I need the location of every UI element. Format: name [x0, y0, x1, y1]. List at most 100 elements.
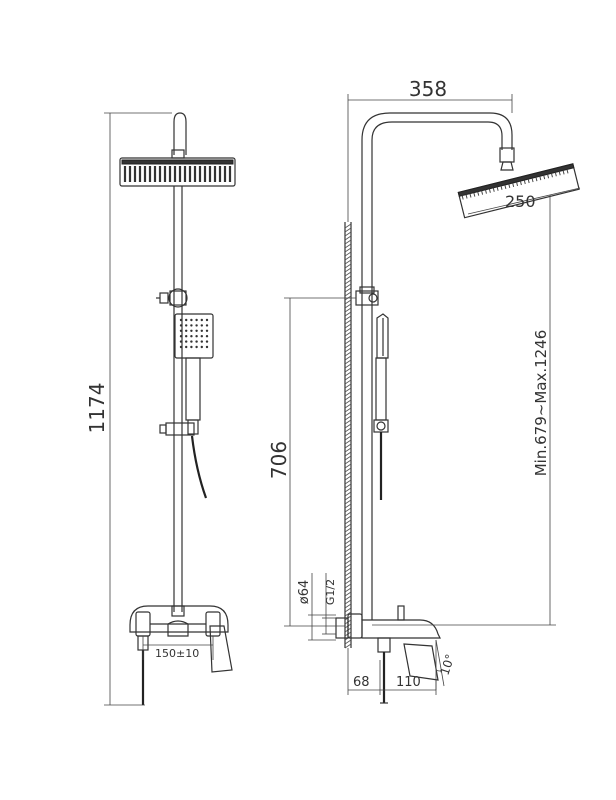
- dim-bar-spacing: [142, 636, 214, 660]
- hatch-line: [344, 543, 352, 549]
- hatch-line: [344, 383, 352, 389]
- hatch-line: [344, 483, 352, 489]
- nozzle-dot: [200, 329, 203, 332]
- front-top-elbow: [173, 112, 187, 155]
- dim-spout-length-label: 110: [396, 675, 421, 690]
- hatch-line: [344, 523, 352, 529]
- nozzle-dot: [179, 329, 183, 332]
- hatch-line: [344, 339, 352, 345]
- front-slider-bracket: [156, 288, 188, 308]
- hatch-line: [344, 567, 352, 573]
- hatch-line: [344, 403, 352, 409]
- hatch-line: [344, 427, 352, 433]
- hatch-line: [344, 407, 352, 413]
- hatch-line: [344, 347, 352, 353]
- nozzle-dot: [190, 340, 193, 343]
- hatch-line: [344, 611, 352, 617]
- nozzle-dot: [190, 335, 193, 338]
- nozzle-dot: [185, 335, 188, 338]
- hatch-line: [344, 535, 352, 541]
- hatch-line: [344, 443, 352, 449]
- nozzle-mark: [477, 191, 480, 196]
- hatch-line: [344, 375, 352, 381]
- hatch-line: [344, 239, 352, 245]
- dim-head-size: [467, 187, 581, 215]
- hatch-line: [344, 387, 352, 393]
- hatch-line: [344, 419, 352, 425]
- front-view: 1174 150±10: [85, 112, 236, 706]
- hatch-line: [344, 315, 352, 321]
- nozzle-mark: [461, 195, 464, 200]
- hatch-line: [344, 263, 352, 269]
- hatch-line: [344, 555, 352, 561]
- nozzle-dot: [185, 340, 188, 343]
- hatch-line: [344, 639, 352, 645]
- nozzle-mark: [527, 179, 530, 184]
- hatch-line: [344, 491, 352, 497]
- nozzle-mark: [562, 170, 565, 175]
- hatch-line: [344, 499, 352, 505]
- dim-arm-projection: [347, 94, 513, 222]
- hatch-line: [344, 355, 352, 361]
- side-overhead-shower-head: [457, 163, 580, 219]
- side-mixer-valve: [335, 605, 441, 704]
- nozzle-dot: [205, 318, 209, 322]
- nozzle-dot: [205, 340, 209, 343]
- hatch-line: [344, 507, 352, 513]
- hatch-line: [344, 335, 352, 341]
- dim-bracket-height: [284, 297, 356, 627]
- hatch-line: [344, 271, 352, 277]
- hatch-line: [344, 519, 352, 525]
- hatch-line: [344, 447, 352, 453]
- hatch-line: [344, 319, 352, 325]
- nozzle-dot: [190, 329, 193, 332]
- nozzle-dot: [185, 345, 188, 349]
- hatch-line: [344, 351, 352, 357]
- dim-diameter-label: ø64: [297, 580, 312, 605]
- dim-total-height-label: 1174: [85, 383, 109, 434]
- dim-thread: [322, 573, 336, 635]
- hatch-line: [344, 515, 352, 521]
- nozzle-dot: [190, 324, 193, 327]
- hatch-line: [344, 367, 352, 373]
- front-riser-pipe: [173, 186, 183, 612]
- side-hand-shower: [373, 313, 389, 433]
- nozzle-mark: [543, 175, 546, 180]
- hatch-line: [344, 435, 352, 441]
- nozzle-dot: [195, 324, 198, 327]
- nozzle-dot: [185, 318, 188, 322]
- hatch-line: [344, 279, 352, 285]
- hatch-line: [344, 471, 352, 477]
- nozzle-mark: [523, 179, 526, 185]
- nozzle-mark: [547, 174, 550, 179]
- hatch-line: [344, 359, 352, 365]
- dim-total-height: [104, 112, 172, 706]
- hatch-line: [344, 391, 352, 397]
- nozzle-mark: [566, 169, 569, 174]
- dim-slider-range-label: Min.679~Max.1246: [532, 330, 550, 477]
- nozzle-dot: [200, 345, 203, 349]
- dim-thread-label: G1/2: [324, 579, 337, 605]
- hatch-line: [344, 423, 352, 429]
- nozzle-dot: [185, 329, 188, 332]
- hatch-line: [344, 591, 352, 597]
- hatch-line: [344, 475, 352, 481]
- hatch-line: [344, 235, 352, 241]
- nozzle-dot: [205, 345, 209, 349]
- dim-spout-angle-label: 10°: [438, 652, 458, 677]
- hatch-line: [344, 463, 352, 469]
- nozzle-mark: [508, 183, 511, 188]
- nozzle-dot: [195, 318, 198, 322]
- hatch-line: [344, 495, 352, 501]
- nozzle-dot: [179, 335, 183, 338]
- nozzle-mark: [485, 189, 487, 194]
- hatch-line: [344, 311, 352, 317]
- nozzle-mark: [481, 190, 484, 195]
- nozzle-dot: [195, 340, 198, 343]
- hatch-line: [344, 283, 352, 289]
- hatch-line: [344, 479, 352, 485]
- hatch-line: [344, 395, 352, 401]
- nozzle-dot: [200, 340, 203, 343]
- front-hand-shower-head: [174, 313, 214, 435]
